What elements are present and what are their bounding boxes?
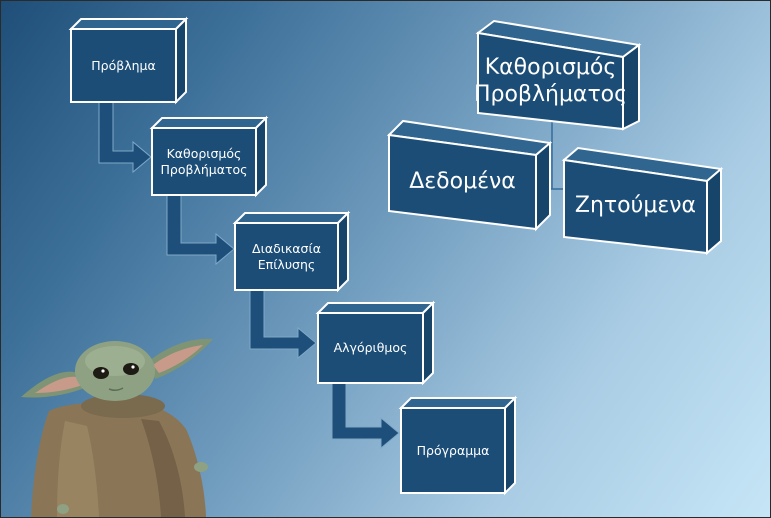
process-box-1	[68, 16, 189, 105]
process-box-3	[232, 210, 351, 293]
hierarchy-root-box	[475, 19, 642, 131]
process-step-label: Πρόβλημα	[91, 57, 156, 73]
process-arrow-2	[166, 192, 235, 266]
hierarchy-child-box-2	[561, 146, 724, 256]
process-box-4	[315, 300, 436, 386]
process-arrows	[98, 100, 400, 450]
process-arrow-4	[331, 378, 400, 450]
process-step-label: Πρόγραμμα	[416, 442, 490, 458]
baby-yoda-figure-icon	[21, 338, 213, 517]
process-step-label: Αλγόριθμος	[333, 340, 408, 356]
process-arrow-1	[98, 100, 152, 174]
process-step-program: Πρόγραμμα	[403, 410, 503, 491]
process-step-problem-definition: Καθορισμός Προβλήματος	[154, 130, 254, 193]
process-step-label: Καθορισμός Προβλήματος	[160, 145, 248, 177]
hierarchy-child-requested: Ζητούμενα	[574, 193, 697, 219]
process-step-problem: Πρόβλημα	[73, 31, 174, 100]
process-box-2	[149, 115, 269, 198]
process-arrow-3	[249, 288, 317, 360]
process-step-label: Διαδικασία Επίλυσης	[252, 240, 321, 272]
process-step-solution-process: Διαδικασία Επίλυσης	[237, 225, 336, 288]
process-box-5	[398, 395, 518, 496]
hierarchy-child-box-1	[386, 119, 553, 232]
hierarchy-child-data: Δεδομένα	[409, 169, 516, 195]
process-step-algorithm: Αλγόριθμος	[320, 315, 421, 381]
hierarchy-root-label: Καθορισμός Προβλήματος	[473, 54, 628, 108]
